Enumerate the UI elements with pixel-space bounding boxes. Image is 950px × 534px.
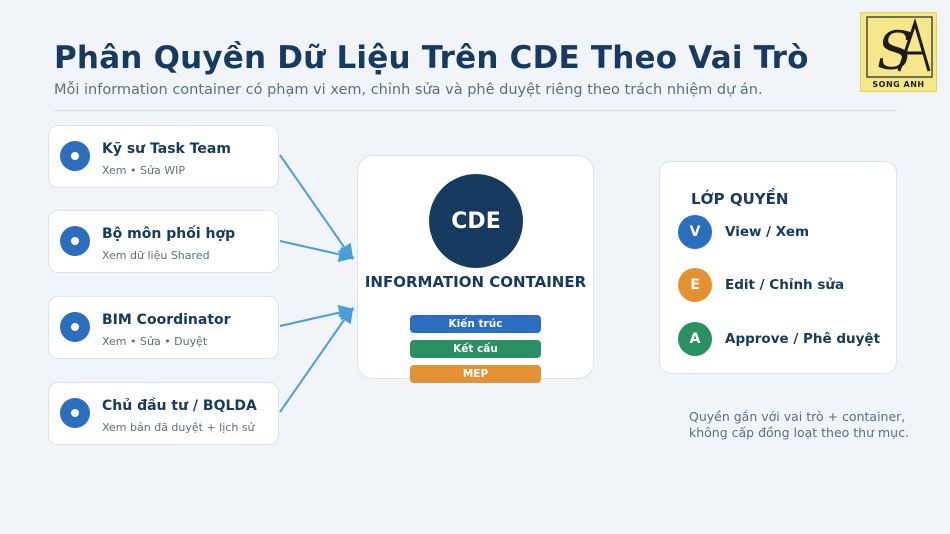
- role-permissions: Xem • Sửa WIP: [102, 164, 185, 177]
- role-permissions: Xem • Sửa • Duyệt: [102, 335, 208, 348]
- role-name: Kỹ sư Task Team: [102, 141, 231, 157]
- footnote-line-2: không cấp đồng loạt theo thư mục.: [689, 425, 909, 440]
- song-anh-logo: S SONG ANH: [860, 12, 937, 92]
- approve-badge-icon: A: [678, 322, 712, 356]
- edit-badge-icon: E: [678, 268, 712, 302]
- discipline-tag-mep: MEP: [410, 365, 541, 383]
- permission-row-view: V View / Xem: [678, 215, 888, 249]
- page-subtitle: Mỗi information container có phạm vi xem…: [54, 82, 763, 98]
- role-bullet-icon: [60, 226, 90, 256]
- permission-row-approve: A Approve / Phê duyệt: [678, 322, 888, 356]
- view-badge-icon: V: [678, 215, 712, 249]
- role-card-owner: Chủ đầu tư / BQLDA Xem bản đã duyệt + lị…: [48, 382, 279, 445]
- logo-text: SONG ANH: [872, 80, 925, 89]
- footnote-line-1: Quyền gắn với vai trò + container,: [689, 409, 906, 424]
- role-bullet-icon: [60, 312, 90, 342]
- role-name: BIM Coordinator: [102, 312, 231, 328]
- permission-layers-card: LỚP QUYỀN V View / Xem E Edit / Chỉnh sử…: [659, 161, 897, 374]
- footnote: Quyền gắn với vai trò + container, không…: [689, 409, 909, 441]
- information-container-card: CDE INFORMATION CONTAINER Kiến trúc Kết …: [357, 155, 594, 383]
- arrow-role-2: [279, 240, 355, 263]
- discipline-tag-structure: Kết cấu: [410, 340, 541, 358]
- permission-label: Edit / Chỉnh sửa: [725, 277, 845, 293]
- role-card-bim-coordinator: BIM Coordinator Xem • Sửa • Duyệt: [48, 296, 279, 359]
- arrow-role-1: [279, 154, 354, 261]
- header-divider: [54, 110, 897, 111]
- permission-layers-heading: LỚP QUYỀN: [691, 190, 789, 208]
- role-card-task-team: Kỹ sư Task Team Xem • Sửa WIP: [48, 125, 279, 188]
- role-bullet-icon: [60, 141, 90, 171]
- role-bullet-icon: [60, 398, 90, 428]
- discipline-tag-architecture: Kiến trúc: [410, 315, 541, 333]
- permission-label: View / Xem: [725, 224, 810, 240]
- role-card-coordination: Bộ môn phối hợp Xem dữ liệu Shared: [48, 210, 279, 273]
- logo-monogram-icon: S: [866, 16, 933, 79]
- arrow-role-4: [279, 306, 354, 413]
- permission-row-edit: E Edit / Chỉnh sửa: [678, 268, 888, 302]
- role-name: Chủ đầu tư / BQLDA: [102, 398, 257, 414]
- role-permissions: Xem dữ liệu Shared: [102, 249, 210, 262]
- cde-badge: CDE: [429, 174, 523, 268]
- container-label: INFORMATION CONTAINER: [364, 273, 587, 291]
- role-permissions: Xem bản đã duyệt + lịch sử: [102, 421, 255, 434]
- role-name: Bộ môn phối hợp: [102, 226, 236, 242]
- page-title: Phân Quyền Dữ Liệu Trên CDE Theo Vai Trò: [54, 40, 809, 76]
- permission-label: Approve / Phê duyệt: [725, 331, 881, 347]
